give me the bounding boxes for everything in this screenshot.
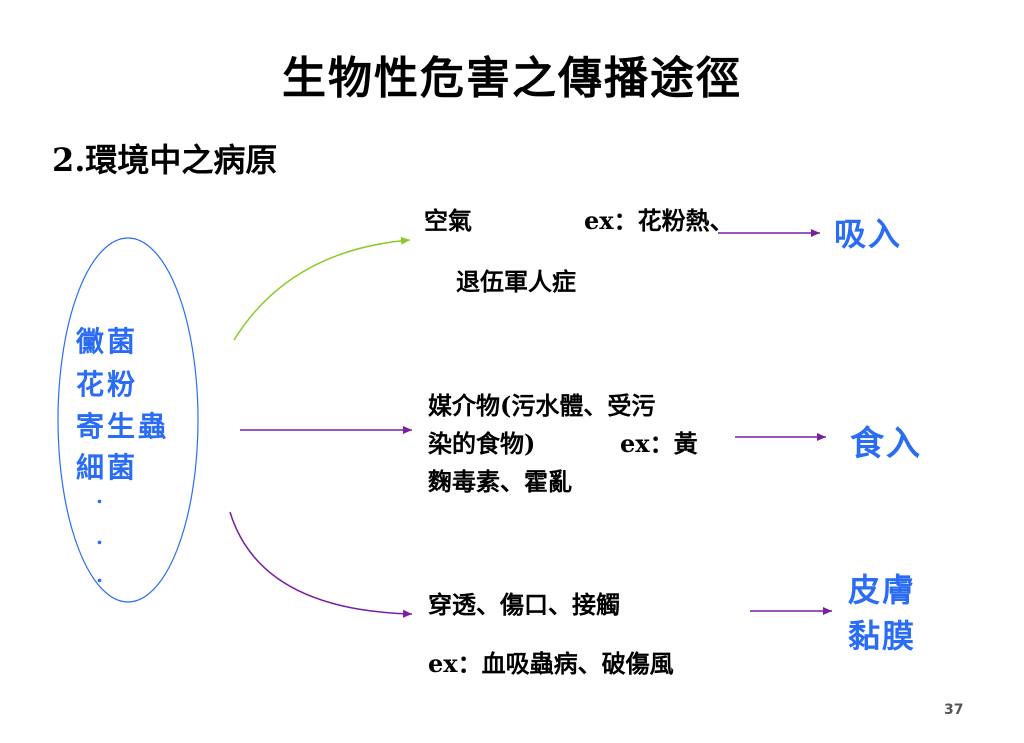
result-inhale: 吸入 (834, 215, 903, 253)
result-skin: 皮膚 (848, 571, 917, 609)
route-medium-example-cont: 麴毒素、霍亂 (428, 467, 572, 496)
pathogen-oval (57, 237, 199, 603)
route-medium-label-cont: 染的食物) (428, 429, 536, 458)
slide-subtitle: 2.環境中之病原 (52, 141, 278, 179)
route-contact-example: ex：血吸蟲病、破傷風 (428, 649, 674, 678)
pathogen-item-pollen: 花粉 (76, 368, 139, 401)
route-medium-example: ex：黃 (620, 429, 698, 458)
page-number: 37 (944, 702, 964, 718)
pathogen-item-mold: 黴菌 (76, 325, 139, 358)
slide-title: 生物性危害之傳播途徑 (282, 53, 742, 104)
arrow-to-air (233, 236, 411, 341)
route-medium-label: 媒介物(污水體、受污 (428, 391, 656, 420)
route-air-example: ex：花粉熱、 (584, 206, 734, 235)
result-mucosa: 黏膜 (848, 617, 917, 655)
route-contact-label: 穿透、傷口、接觸 (428, 590, 620, 619)
route-air-label: 空氣 (424, 206, 472, 235)
ellipsis-dot: . (96, 525, 103, 549)
ellipsis-dot: . (96, 563, 103, 587)
result-ingest: 食入 (850, 424, 922, 464)
pathogen-item-bacteria: 細菌 (76, 451, 139, 484)
route-air-example-cont: 退伍軍人症 (456, 267, 576, 296)
arrow-to-contact (229, 511, 413, 618)
ellipsis-dot: . (96, 484, 103, 508)
pathogen-item-parasite: 寄生蟲 (76, 410, 170, 443)
